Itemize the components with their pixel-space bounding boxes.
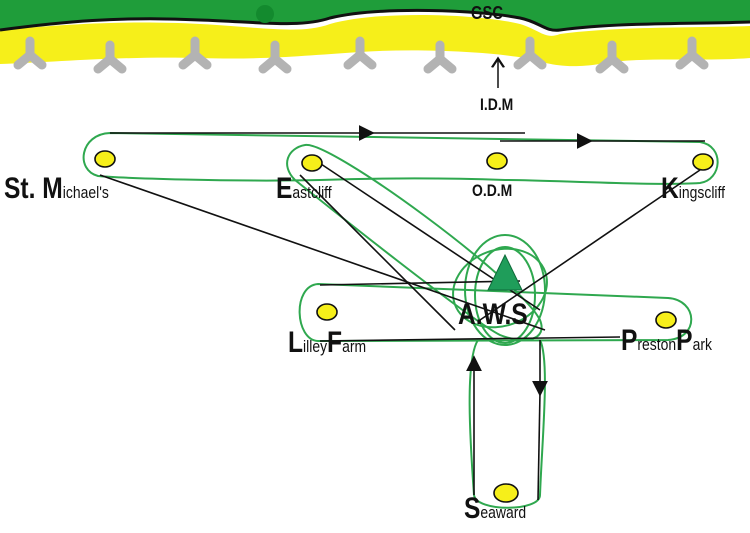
label-st-michaels: St. Michael's <box>4 174 109 204</box>
y-structure-icon <box>93 40 127 74</box>
label-aws: A.W.S <box>458 298 528 331</box>
loop-stmichaels-kingscliff <box>82 131 719 185</box>
node-kingscliff[interactable] <box>692 153 714 171</box>
loop-eastcliff-aws <box>286 143 543 341</box>
aws-hub-loop-1 <box>464 234 546 346</box>
label-preston-park: PrestonPark <box>621 326 712 356</box>
y-structure-icon <box>513 36 547 70</box>
label-farm-rest: arm <box>342 337 367 356</box>
label-preston-initial: P <box>621 324 638 357</box>
station-nodes <box>94 150 714 503</box>
y-structure-icon <box>343 36 377 70</box>
y-structure-icon <box>13 36 47 70</box>
label-kingscliff: Kingscliff <box>661 174 725 204</box>
track-stmichaels-aws <box>99 174 546 331</box>
label-seaward-rest: eaward <box>480 503 527 522</box>
label-seaward: Seaward <box>464 494 526 524</box>
aws-marker-triangle <box>487 253 523 291</box>
label-farm-initial: F <box>327 326 343 359</box>
label-st-michaels-rest: ichael's <box>62 183 109 202</box>
label-lilley-initial: L <box>288 326 304 359</box>
track-kingscliff-aws <box>479 169 701 321</box>
node-eastcliff[interactable] <box>301 154 323 172</box>
green-dot <box>256 5 274 23</box>
y-structure-icon <box>178 36 212 70</box>
label-park-initial: P <box>676 324 693 357</box>
aws-hub-loop-3 <box>452 247 548 329</box>
label-preston-rest: reston <box>637 335 677 354</box>
gsc-label: GSC <box>471 3 503 23</box>
track-lilley-bottom <box>319 336 621 342</box>
label-park-rest: ark <box>692 335 712 354</box>
label-eastcliff-initial: E <box>276 172 293 205</box>
label-seaward-initial: S <box>464 492 481 525</box>
label-lilley-rest: illey <box>303 337 328 356</box>
tracks <box>99 125 705 501</box>
node-st-michaels[interactable] <box>94 150 116 168</box>
label-eastcliff-rest: astcliff <box>292 183 332 202</box>
y-structure-icon <box>595 40 629 74</box>
loop-seaward <box>468 339 546 509</box>
loop-lilley-preston <box>298 282 693 343</box>
beach-structures <box>13 36 709 74</box>
node-lilley-farm[interactable] <box>316 303 338 321</box>
coastline <box>0 8 750 32</box>
idm-label: I.D.M <box>480 95 514 114</box>
label-kingscliff-initial: K <box>661 172 679 205</box>
node-seaward[interactable] <box>493 483 519 503</box>
node-odm[interactable] <box>486 152 508 170</box>
loops <box>82 131 719 509</box>
y-structure-icon <box>258 40 292 74</box>
label-eastcliff: Eastcliff <box>276 174 332 204</box>
label-odm: O.D.M <box>472 181 513 200</box>
label-st-michaels-initial: St. M <box>4 172 63 205</box>
label-lilley-farm: LilleyFarm <box>288 328 366 358</box>
y-structure-icon <box>675 36 709 70</box>
label-kingscliff-rest: ingscliff <box>678 183 726 202</box>
node-preston-park[interactable] <box>655 311 677 329</box>
track-seaward-lower <box>537 391 541 501</box>
track-eastcliff-aws-2 <box>299 174 456 331</box>
track-lilley-top <box>319 280 521 286</box>
sand-strip <box>0 14 750 67</box>
grass-strip <box>0 0 750 31</box>
aws-hub-loop-2 <box>474 246 536 344</box>
y-structure-icon <box>423 40 457 74</box>
